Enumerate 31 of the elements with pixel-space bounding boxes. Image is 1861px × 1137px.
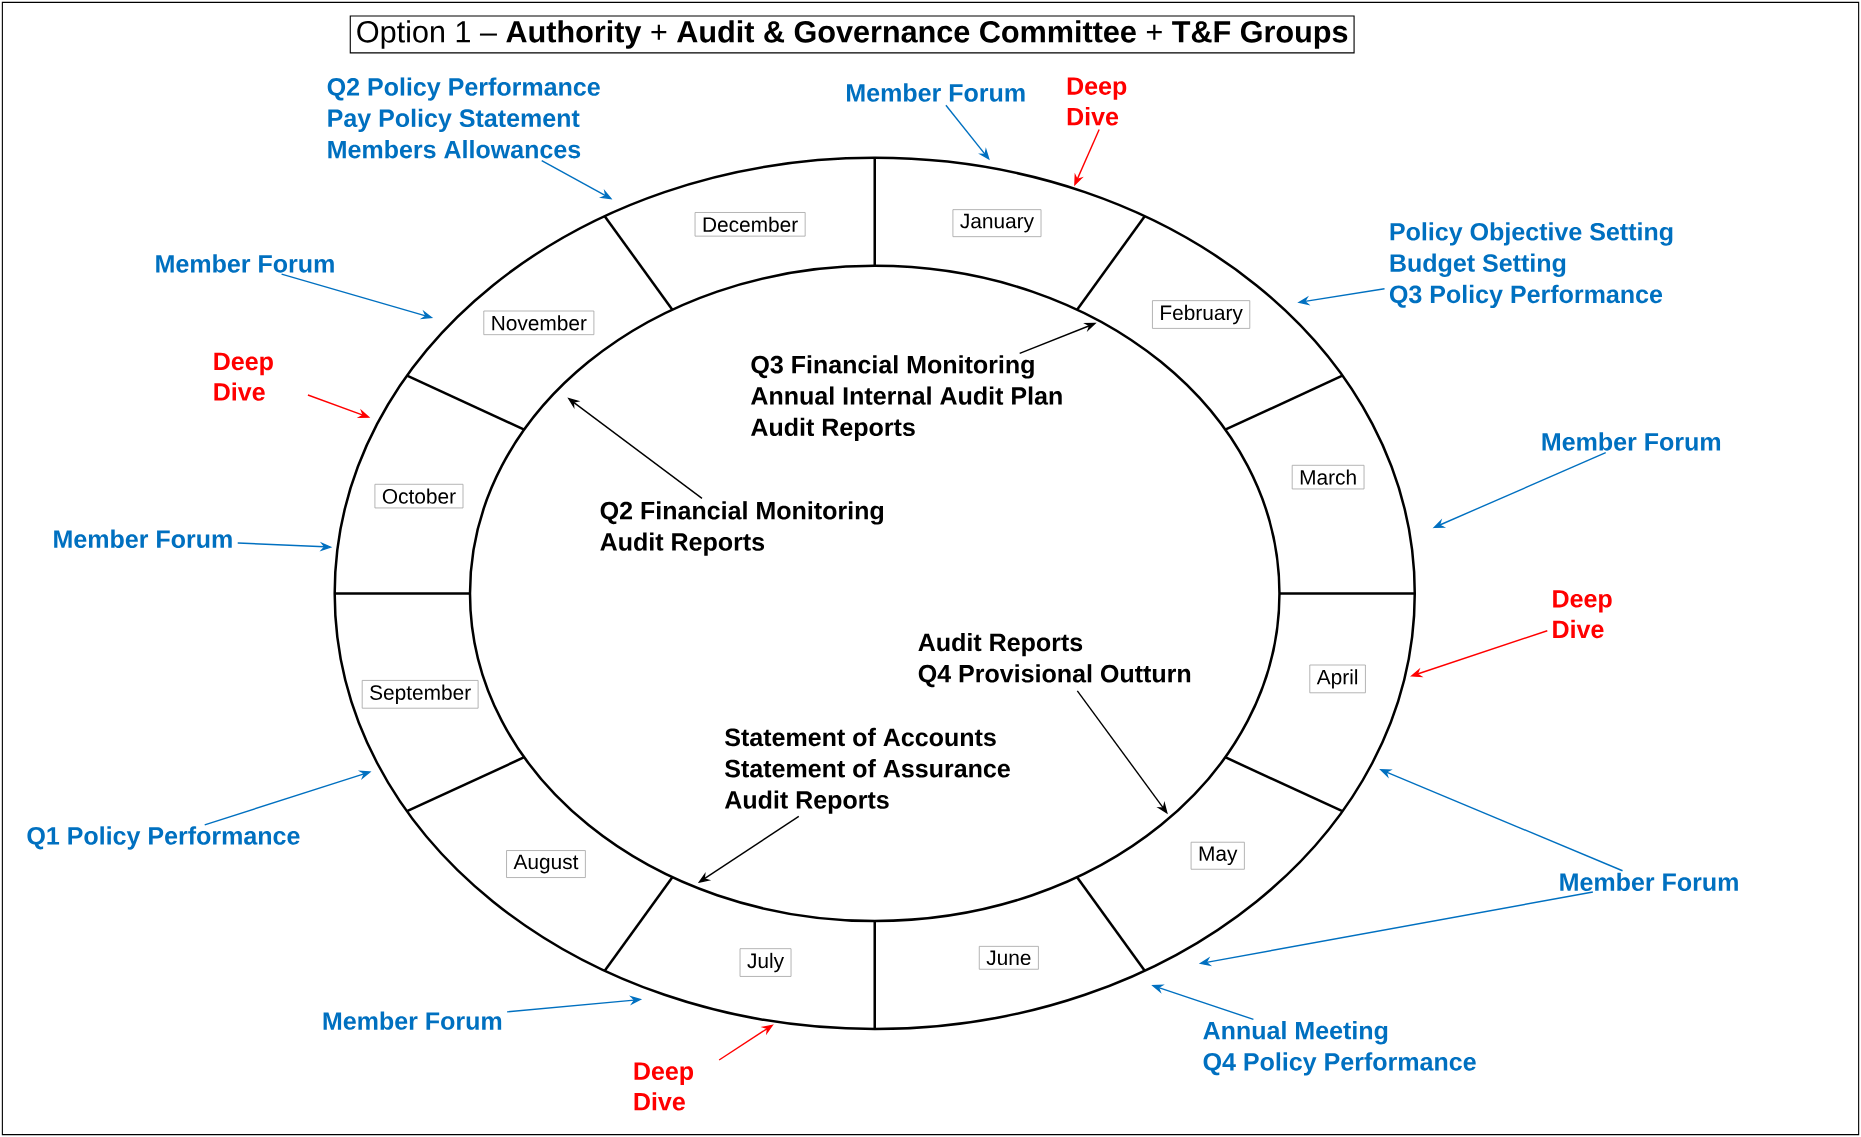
annotation-text: Member Forum [1542, 432, 1721, 451]
annotation-text: Deep Dive [634, 1062, 694, 1111]
annotation-text: Annual Meeting Q4 Policy Performance [1203, 1021, 1476, 1076]
annotation-text: Deep Dive [214, 352, 273, 401]
annotation-text: Policy Objective Setting Budget Setting Q3 Policy Performance [1389, 222, 1673, 309]
annotation-text: Member Forum [156, 254, 334, 273]
annotation-text: Member Forum [847, 83, 1025, 102]
annotation-text: Audit Reports Q4 Provisional Outturn [918, 632, 1191, 688]
annotation-text: Member Forum [1560, 872, 1738, 891]
month-label: November [483, 310, 595, 336]
annotation-text: Q1 Policy Performance [27, 826, 300, 850]
annotation-text: Member Forum [54, 529, 232, 548]
month-label: March [1291, 464, 1365, 490]
annotation-text: Q2 Financial Monitoring Audit Reports [600, 501, 884, 556]
month-label: April [1309, 664, 1366, 694]
annotation-text: Q3 Financial Monitoring Annual Internal Audit Plan Audit Reports [751, 355, 1062, 442]
month-label: July [739, 948, 792, 977]
month-label: December [694, 212, 806, 237]
title-box: Option 1 – Authority + Audit & Governance Committee + T&F Groups [349, 15, 1355, 54]
annotation-text: Deep Dive [1067, 77, 1127, 126]
month-label: February [1152, 300, 1251, 329]
annotation-text: Deep Dive [1553, 590, 1612, 639]
month-label: May [1190, 841, 1245, 870]
annotation-text: Q2 Policy Performance Pay Policy Statement Members Allowances [327, 77, 600, 159]
month-label: October [374, 483, 464, 509]
month-label: August [506, 850, 586, 878]
annotation-text: Statement of Accounts Statement of Assurance Audit Reports [724, 727, 1010, 814]
month-label: September [361, 680, 479, 709]
month-label: January [952, 209, 1042, 238]
month-label: June [978, 945, 1039, 970]
annotation-text: Member Forum [323, 1011, 502, 1030]
